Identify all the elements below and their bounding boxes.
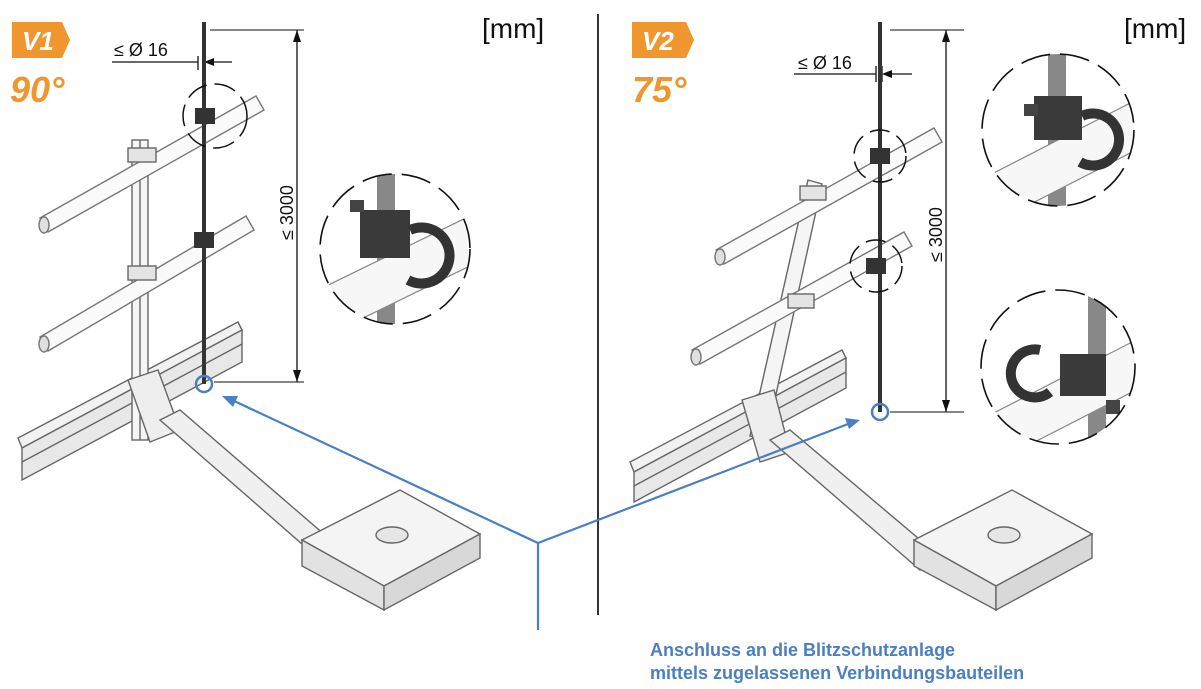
diameter-label-v1: ≤ Ø 16	[114, 40, 168, 60]
angle-label-v1: 90°	[10, 69, 65, 110]
height-dimension-v1: ≤ 3000	[210, 29, 304, 383]
height-label-v1: ≤ 3000	[277, 185, 297, 240]
clamp-detail-v2-lower	[980, 289, 1136, 445]
unit-label-v2: [mm]	[1124, 13, 1186, 44]
variant-label-v1: V1	[22, 26, 54, 56]
diameter-dimension-v2: ≤ Ø 16	[794, 53, 912, 82]
height-dimension-v2: ≤ 3000	[890, 29, 964, 413]
unit-label-v1: [mm]	[482, 13, 544, 44]
leader-arrow-v1	[231, 399, 539, 544]
railing-v1	[17, 95, 342, 559]
connection-point-v2	[870, 402, 890, 422]
rod-clamp-v2-upper	[853, 129, 907, 183]
rod-clamp-v1-upper	[182, 83, 248, 149]
height-label-v2: ≤ 3000	[926, 207, 946, 262]
arrowhead-v2	[845, 418, 860, 429]
caption-line-1: Anschluss an die Blitzschutzanlage	[650, 640, 956, 660]
counterweight-v1	[300, 489, 482, 612]
angle-label-v2: 75°	[632, 69, 687, 110]
arrowhead-v1	[222, 396, 238, 407]
annotation-leaders	[231, 399, 849, 630]
rod-clamp-v1-lower	[194, 232, 214, 248]
panel-v1: V1 90° [mm] ≤ Ø 16 ≤ 3000	[10, 13, 544, 612]
railing-v2	[629, 127, 946, 571]
connection-caption: Anschluss an die Blitzschutzanlage mitte…	[650, 639, 1050, 685]
diameter-label-v2: ≤ Ø 16	[798, 53, 852, 73]
clamp-detail-v1	[319, 173, 471, 325]
diameter-dimension-v1: ≤ Ø 16	[112, 40, 232, 70]
panel-v2: V2 75° [mm] ≤ Ø 16 ≤ 3000	[629, 13, 1186, 612]
variant-label-v2: V2	[642, 26, 674, 56]
clamp-detail-v2-upper	[981, 53, 1135, 207]
leader-arrow-v2	[537, 422, 849, 545]
variant-badge-v2: V2	[632, 22, 694, 58]
variant-badge-v1: V1	[12, 22, 70, 58]
rod-clamp-v2-lower	[849, 239, 903, 293]
connection-point-v1	[194, 374, 214, 394]
counterweight-v2	[912, 489, 1094, 612]
caption-line-2: mittels zugelassenen Verbindungsbauteile…	[650, 663, 1025, 683]
